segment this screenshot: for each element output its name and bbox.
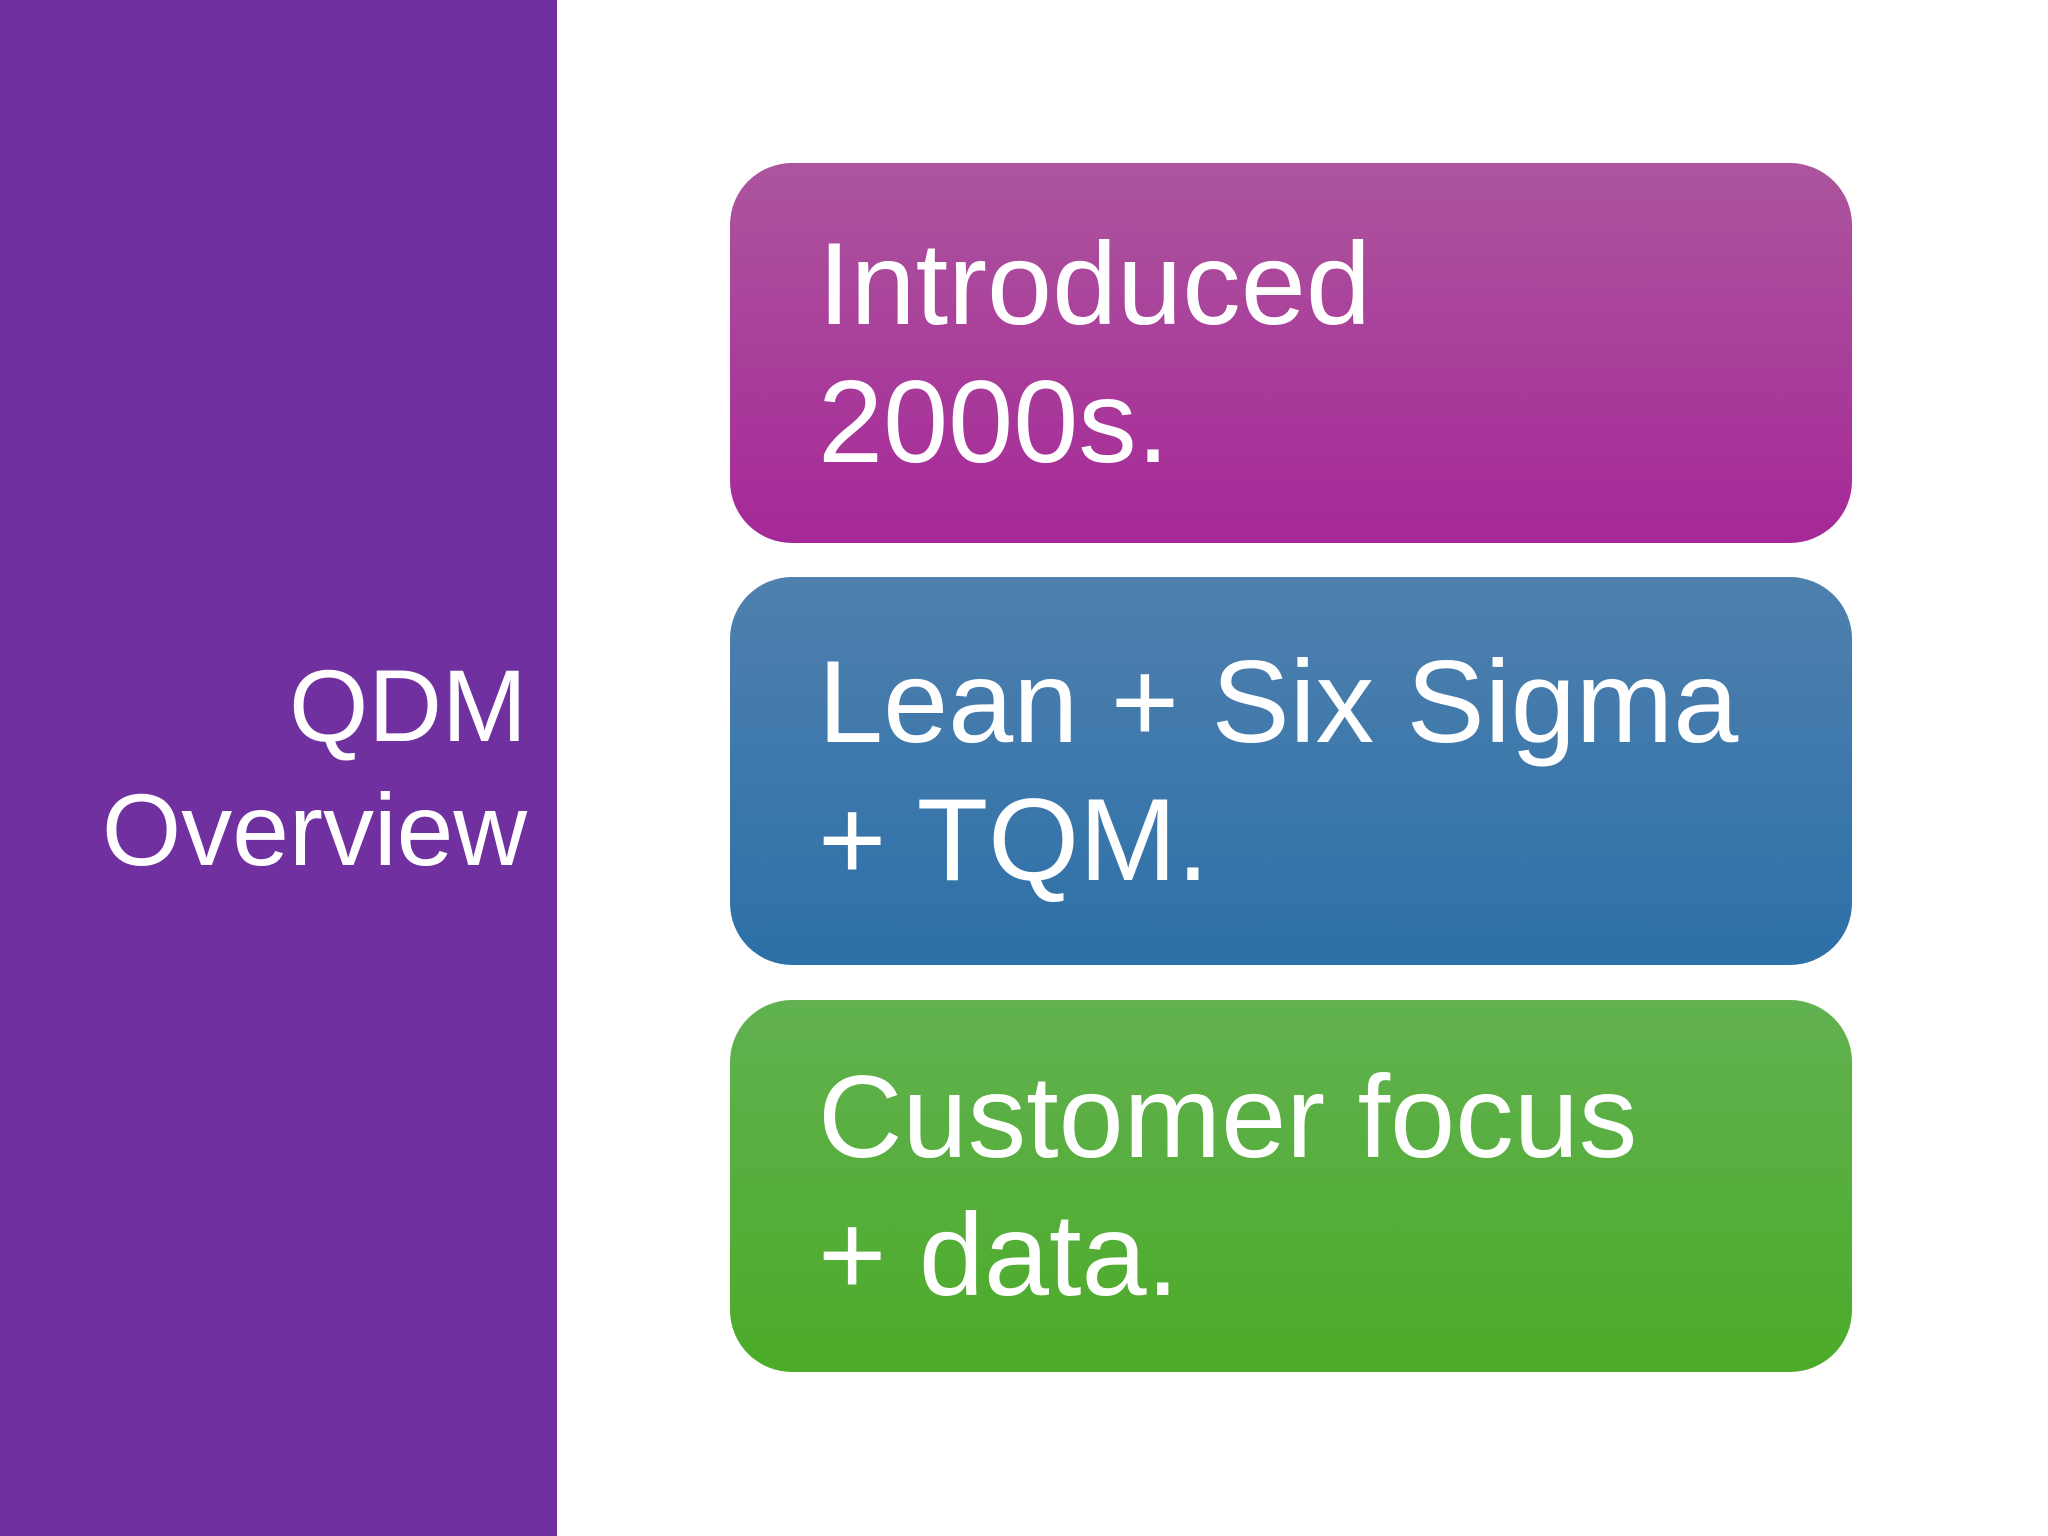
box-lean-six-sigma-tqm-text: Lean + Six Sigma + TQM. [818,633,1812,909]
box-text-line: 2000s. [818,356,1170,487]
box-text-line: Introduced [818,218,1371,349]
box-introduced-2000s-text: Introduced 2000s. [818,215,1812,491]
box-lean-six-sigma-tqm: Lean + Six Sigma + TQM. [730,577,1852,965]
box-introduced-2000s: Introduced 2000s. [730,163,1852,543]
slide-title-line-2: Overview [101,773,527,887]
slide-title-line-1: QDM [289,649,527,763]
box-text-line: + data. [818,1189,1180,1320]
slide-title: QDM Overview [102,644,527,892]
box-text-line: + TQM. [818,774,1210,905]
box-text-line: Customer focus [818,1051,1638,1182]
sidebar: QDM Overview [0,0,557,1536]
box-customer-focus-data: Customer focus + data. [730,1000,1852,1372]
box-customer-focus-data-text: Customer focus + data. [818,1048,1812,1324]
box-text-line: Lean + Six Sigma [818,636,1739,767]
